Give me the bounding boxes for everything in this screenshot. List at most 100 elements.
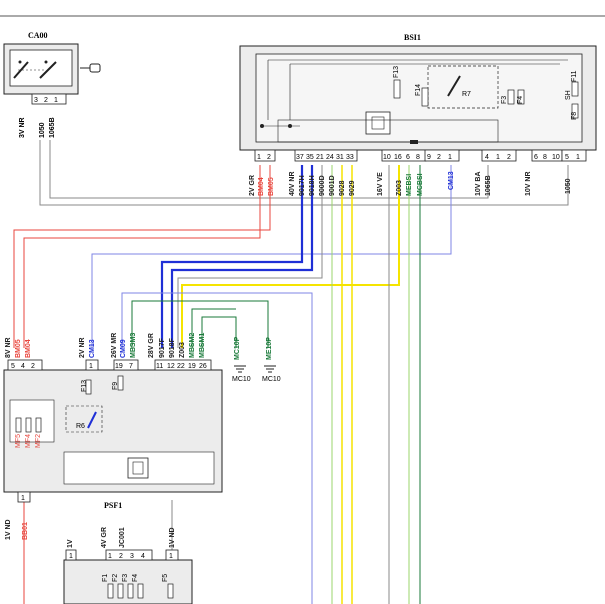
bottom-label: 1V bbox=[67, 539, 74, 548]
wires bbox=[13, 140, 569, 604]
bsi1-label: 9017H bbox=[299, 175, 306, 196]
psf1-label: 26V MR bbox=[111, 333, 118, 358]
psf1-pin: 26 bbox=[199, 363, 207, 370]
psf1-label: MBSM2 bbox=[189, 333, 196, 358]
bsi1-inner bbox=[255, 53, 583, 143]
bsi1-fuse-f13: F13 bbox=[393, 66, 400, 78]
psf1-ground-mc10a: MC10 bbox=[232, 376, 251, 383]
psf1-pin: 19 bbox=[188, 363, 196, 370]
bsi1-fuse-f3: F3 bbox=[501, 96, 508, 104]
psf1-pin: 4 bbox=[21, 363, 25, 370]
bsi1-label: CM13 bbox=[448, 171, 455, 190]
bsi1-fuse-f4: F4 bbox=[517, 96, 524, 104]
ca00-title: CA00 bbox=[28, 31, 48, 40]
bottom-pin: 4 bbox=[141, 553, 145, 560]
bsi1-label: 1065B bbox=[485, 175, 492, 196]
bottom-pin: 1 bbox=[69, 553, 73, 560]
bsi1-label: BM05 bbox=[268, 177, 275, 196]
psf1-connector-d bbox=[154, 359, 212, 371]
bsi1-pin: 33 bbox=[346, 154, 354, 161]
bottom-label: JC001 bbox=[119, 527, 126, 548]
bsi1-pin: 2 bbox=[507, 154, 511, 161]
bsi1-label: Z003 bbox=[396, 180, 403, 196]
bsi1-pin: 35 bbox=[306, 154, 314, 161]
psf1-pin: 1 bbox=[21, 495, 25, 502]
psf1-pin: 11 bbox=[156, 363, 163, 370]
wire-mbsm2 bbox=[191, 308, 236, 348]
wire-9017 bbox=[160, 165, 304, 348]
bottom-fuse: F3 bbox=[122, 574, 129, 582]
psf1-label: 9017F bbox=[159, 337, 166, 358]
bsi1-label: 9029 bbox=[349, 180, 356, 196]
wire-9018 bbox=[170, 165, 314, 348]
bsi1-pin: 1 bbox=[448, 154, 452, 161]
ca00-label-1050: 1050 bbox=[39, 122, 46, 138]
bottom-fuse: F1 bbox=[102, 574, 109, 582]
bottom-pin: 1 bbox=[108, 553, 112, 560]
bsi1-pin: 10 bbox=[552, 154, 560, 161]
bsi1-connector-left bbox=[254, 149, 276, 162]
bsi1-pin: 1 bbox=[576, 154, 580, 161]
psf1-connector-b bbox=[85, 359, 99, 371]
bottom-label: 4V GR bbox=[101, 527, 108, 548]
psf1-pin: 22 bbox=[177, 363, 185, 370]
bsi1-label: 9000D bbox=[319, 175, 326, 196]
bsi1-pin: 2 bbox=[437, 154, 441, 161]
bsi1-fuse-f8: F8 bbox=[571, 112, 578, 120]
psf1-label: BM04 bbox=[25, 339, 32, 358]
bsi1-pin: 1 bbox=[257, 154, 261, 161]
bsi1-pin: 31 bbox=[336, 154, 344, 161]
ground-icon bbox=[234, 365, 246, 373]
psf1-ground-mc10b: MC10 bbox=[262, 376, 281, 383]
psf1-pin: 7 bbox=[129, 363, 133, 370]
psf1-label: 8V NR bbox=[5, 337, 12, 358]
bsi1-connector-d bbox=[424, 149, 460, 162]
bsi1-label: MCBSI bbox=[417, 173, 424, 196]
wire-bm04 bbox=[23, 165, 261, 348]
bsi1-pin: 8 bbox=[416, 154, 420, 161]
bottom-fuse: F2 bbox=[112, 574, 119, 582]
module-ca00: CA00 3 2 1 3V NR 1050 1065B bbox=[3, 31, 101, 138]
psf1-label: 1V ND bbox=[5, 519, 12, 540]
bsi1-pin: 5 bbox=[565, 154, 569, 161]
bsi1-label: BM04 bbox=[258, 177, 265, 196]
psf1-fuse-mf4: MF4 bbox=[25, 434, 32, 448]
wire-9000d bbox=[177, 165, 323, 348]
bsi1-pin: 37 bbox=[296, 154, 304, 161]
bsi1-pin: 2 bbox=[267, 154, 271, 161]
psf1-connector-c bbox=[113, 359, 139, 371]
wire-cm09 bbox=[121, 292, 313, 604]
psf1-label: 28V GR bbox=[148, 333, 155, 358]
psf1-label: CM13 bbox=[89, 339, 96, 358]
psf1-pin: 12 bbox=[167, 363, 175, 370]
bsi1-connector-e bbox=[481, 149, 517, 162]
wire-mbsm1 bbox=[201, 316, 237, 348]
psf1-relay-r6: R6 bbox=[76, 423, 85, 430]
wire-1050 bbox=[39, 140, 569, 206]
bsi1-label: 1050 bbox=[565, 178, 572, 194]
bsi1-label: 16V VE bbox=[377, 172, 384, 196]
bsi1-label: 9001D bbox=[329, 175, 336, 196]
bsi1-label: 2V GR bbox=[249, 175, 256, 196]
psf1-label: BB01 bbox=[22, 522, 29, 540]
wire-bm05 bbox=[13, 165, 271, 348]
bottom-pin: 1 bbox=[169, 553, 173, 560]
psf1-label: ME10P bbox=[266, 337, 273, 360]
bsi1-pin: 16 bbox=[394, 154, 402, 161]
ca00-inner bbox=[9, 49, 73, 87]
bottom-fuse: F4 bbox=[132, 574, 139, 582]
wire-cm13 bbox=[91, 165, 452, 348]
psf1-pin: 19 bbox=[115, 363, 123, 370]
bsi1-connector-g bbox=[561, 149, 587, 162]
bsi1-pin: 6 bbox=[406, 154, 410, 161]
module-bottom: 1 1 2 3 4 1 1V 4V GR JC001 1V ND F1 F2 F… bbox=[63, 527, 193, 604]
psf1-label: BM05 bbox=[15, 339, 22, 358]
bsi1-pin: 6 bbox=[534, 154, 538, 161]
bsi1-pin: 1 bbox=[496, 154, 500, 161]
ca00-pin-1: 1 bbox=[54, 97, 58, 104]
psf1-connector-bottom bbox=[17, 491, 31, 503]
bsi1-pin: 21 bbox=[316, 154, 324, 161]
psf1-label: MBSM3 bbox=[130, 333, 137, 358]
psf1-label: MC10P bbox=[234, 336, 241, 360]
